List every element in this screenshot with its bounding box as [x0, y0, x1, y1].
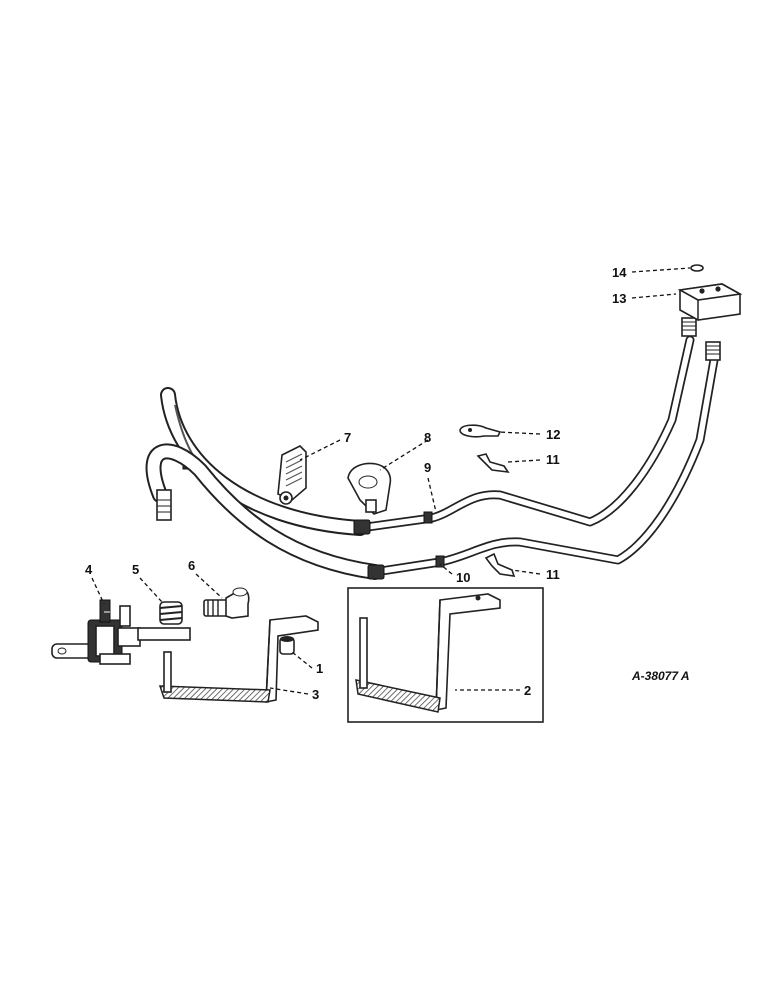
callout-4: 4 — [85, 562, 93, 577]
clip-11-lower — [484, 552, 516, 577]
clip-12 — [459, 424, 502, 438]
callout-labels: 1 2 3 4 5 6 7 8 9 10 11 11 12 13 14 A-38… — [85, 265, 690, 702]
callout-8: 8 — [424, 430, 431, 445]
tube-assembly-upper — [160, 317, 697, 536]
bushing — [279, 636, 295, 655]
callout-14: 14 — [612, 265, 627, 280]
clip-11-upper — [476, 453, 510, 474]
valve-assembly — [51, 599, 191, 665]
callout-7: 7 — [344, 430, 351, 445]
inset-panel — [347, 587, 544, 723]
callout-11-lower: 11 — [546, 567, 560, 582]
reference-code: A-38077 A — [631, 669, 690, 683]
clamp-8 — [347, 462, 392, 515]
callout-12: 12 — [546, 427, 560, 442]
leader-lines — [91, 267, 691, 695]
callout-9: 9 — [424, 460, 431, 475]
washer — [690, 264, 704, 272]
mounting-block — [677, 283, 743, 321]
clamp-7 — [277, 445, 307, 505]
elbow-fitting — [203, 587, 250, 619]
tube-assembly-lower — [145, 341, 721, 580]
callout-5: 5 — [132, 562, 139, 577]
callout-11-upper: 11 — [546, 452, 560, 467]
callout-3: 3 — [312, 687, 319, 702]
callout-10: 10 — [456, 570, 470, 585]
callout-13: 13 — [612, 291, 626, 306]
bracket-3 — [158, 615, 319, 703]
callout-1: 1 — [316, 661, 323, 676]
callout-6: 6 — [188, 558, 195, 573]
callout-2: 2 — [524, 683, 531, 698]
spring — [159, 601, 183, 625]
